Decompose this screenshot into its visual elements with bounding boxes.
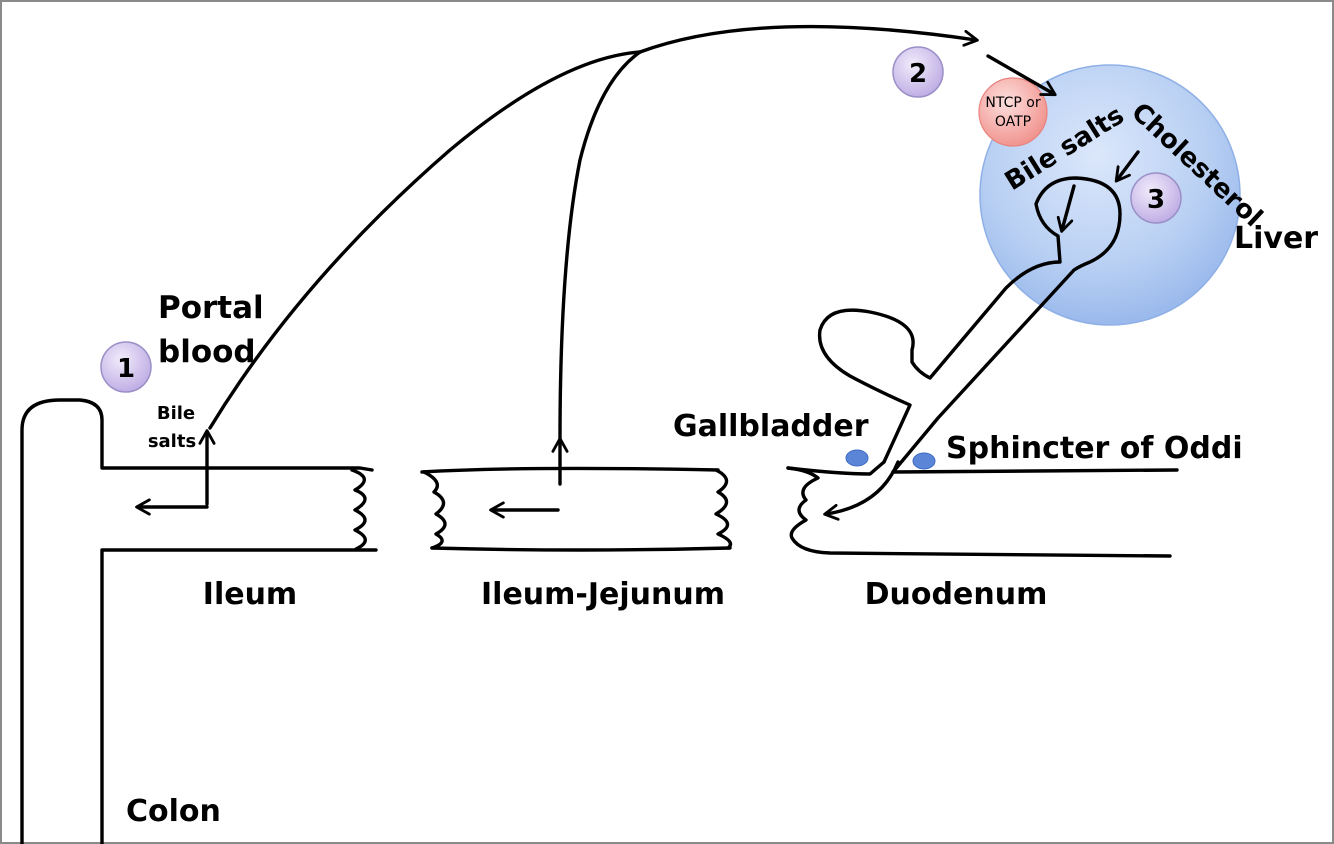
ileum-label: Ileum xyxy=(203,577,297,612)
liver-label: Liver xyxy=(1234,221,1318,256)
bile-duct-gallbladder-outline xyxy=(817,176,1122,474)
bile-to-duodenum-arrow xyxy=(823,460,900,521)
colon-outer-wall xyxy=(20,398,374,844)
transporter-label-line1: NTCP or xyxy=(985,95,1040,111)
portal-blood-label-line1: Portal xyxy=(158,290,264,326)
portal-flow-to-liver-arrow xyxy=(638,24,979,54)
liver-circle xyxy=(979,64,1241,326)
transporter-label-line2: OATP xyxy=(995,114,1031,130)
step-2-number: 2 xyxy=(909,59,927,89)
colon-label: Colon xyxy=(126,794,221,829)
duodenum-wall xyxy=(786,466,1172,558)
portal-vein-from-jejunum xyxy=(558,50,642,442)
portal-blood-label-line2: blood xyxy=(158,334,256,370)
sphincter-dot-left xyxy=(845,449,869,467)
ileum-jejunum-left-edge xyxy=(422,470,447,550)
sphincter-of-oddi-label: Sphincter of Oddi xyxy=(946,431,1243,466)
bile-salts-small-label-line2: salts xyxy=(148,431,196,452)
colon-inner-wall xyxy=(100,548,378,844)
step-2-marker: 2 xyxy=(892,46,944,98)
duodenum-label: Duodenum xyxy=(865,577,1048,612)
ntcp-oatp-transporter: NTCP or OATP xyxy=(978,77,1048,147)
ileum-jejunum-top-wall xyxy=(420,466,720,474)
ileum-jejunum-bottom-wall xyxy=(430,546,732,552)
ileum-jejunum-right-edge xyxy=(714,468,733,550)
step-3-marker: 3 xyxy=(1130,172,1182,224)
step-1-marker: 1 xyxy=(100,341,152,393)
gallbladder-label: Gallbladder xyxy=(673,409,869,444)
uptake-arrow xyxy=(986,54,1057,97)
portal-vein-from-ileum xyxy=(208,50,642,430)
ileum-cut-edge xyxy=(350,468,367,551)
bile-salts-secretion-arrow xyxy=(1056,184,1076,233)
sphincter-dot-right xyxy=(912,452,936,470)
duodenum-top-wall xyxy=(786,460,886,476)
step-1-number: 1 xyxy=(117,354,135,384)
duodenum-right-top-wall xyxy=(891,468,1179,474)
step-3-number: 3 xyxy=(1147,185,1165,215)
cholesterol-conversion-arrow xyxy=(1114,150,1140,183)
ileum-jejunum-label: Ileum-Jejunum xyxy=(481,577,725,612)
bile-salts-small-label-line1: Bile xyxy=(157,403,195,424)
